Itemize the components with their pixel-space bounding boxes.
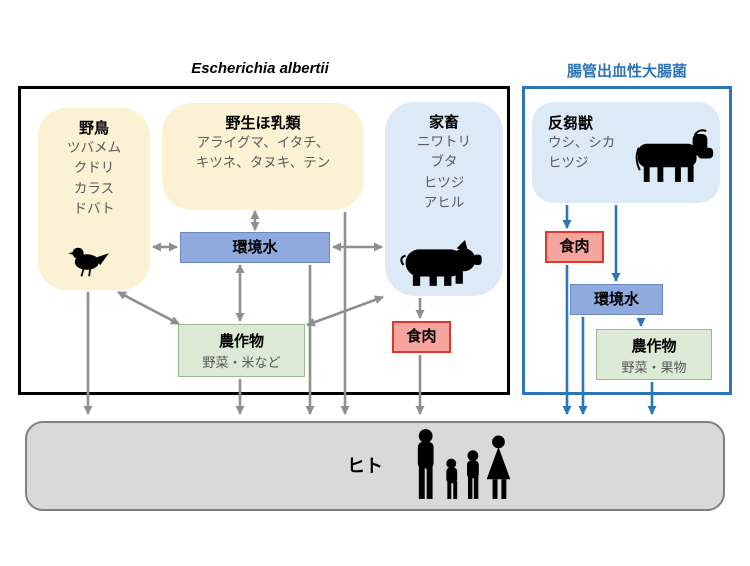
livestock-line: ブタ [430,154,458,170]
livestock-line: アヒル [423,194,465,210]
wild-mammals-box: 野生ほ乳類 アライグマ、イタチ、 キツネ、タヌキ、テン [162,103,364,210]
livestock-line: ヒツジ [423,174,465,190]
ruminants-box: 反芻獣 ウシ、シカ ヒツジ [532,102,720,203]
wild-mammals-line: アライグマ、イタチ、 [196,135,330,150]
livestock-line: ニワトリ [417,134,471,149]
livestock-box: 家畜 ニワトリ ブタ ヒツジ アヒル [385,102,503,296]
ehec-panel [522,86,732,395]
env-water-left: 環境水 [180,232,330,263]
ruminants-title: 反芻獣 [548,115,594,132]
crops-left-title: 農作物 [218,333,264,350]
livestock-title: 家畜 [428,114,459,131]
wild-birds-box: 野鳥 ツバメム クドリ カラス ドバト [38,108,150,290]
human-bar [25,421,725,511]
env-water-right: 環境水 [570,284,663,315]
ruminants-line: ウシ、シカ [548,135,616,150]
crops-right-box: 農作物 野菜・果物 [596,329,712,380]
crops-left-subtitle: 野菜・米など [202,355,281,370]
wild-mammals-line: キツネ、タヌキ、テン [195,155,331,171]
wild-birds-line: カラス [73,180,115,196]
wild-birds-line: クドリ [73,160,115,176]
e-albertii-panel [18,86,510,395]
crops-left-box: 農作物 野菜・米など [178,324,305,377]
wild-birds-line: ドバト [73,200,115,216]
ruminants-line: ヒツジ [548,155,589,171]
human-label: ヒト [347,456,383,476]
wild-mammals-title: 野生ほ乳類 [225,115,301,132]
meat-left-box: 食肉 [392,321,451,353]
crops-right-subtitle: 野菜・果物 [621,360,687,375]
wild-birds-title: 野鳥 [78,120,109,137]
wild-birds-line: ツバメム [67,140,121,155]
crops-right-title: 農作物 [631,338,677,355]
left-panel-title: Escherichia albertii [191,60,329,77]
meat-right-box: 食肉 [545,231,604,263]
right-panel-title: 腸管出血性大腸菌 [566,63,687,80]
